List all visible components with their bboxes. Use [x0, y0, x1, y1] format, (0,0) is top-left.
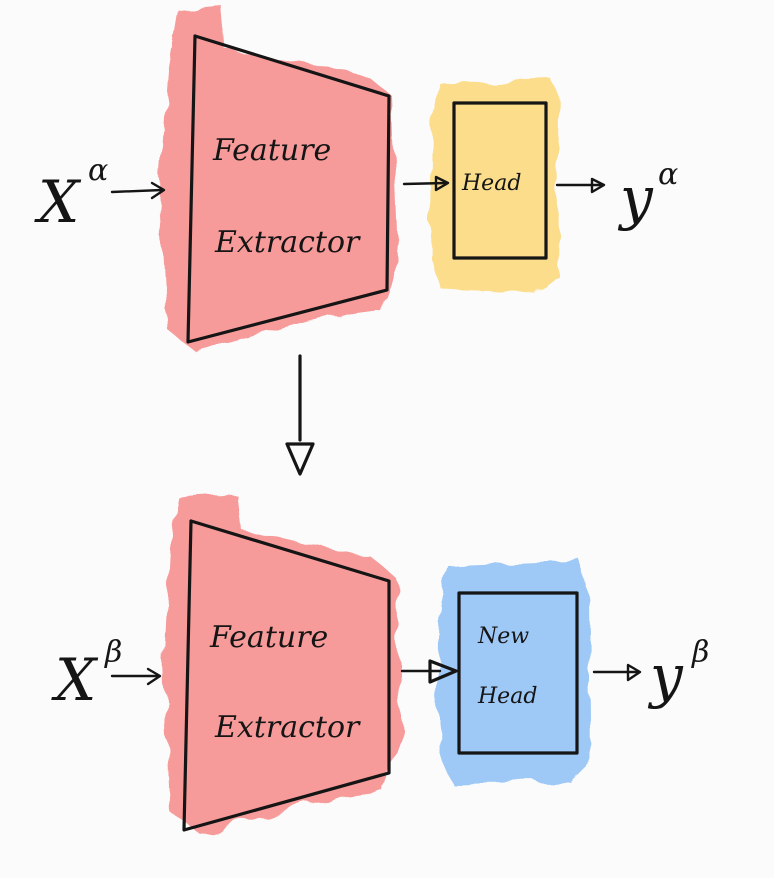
top-extractor-label-line2: Extractor: [214, 225, 361, 260]
bottom-new-head: New Head: [438, 560, 592, 784]
top-output-symbol: y: [617, 164, 654, 232]
bottom-input-arrow: [110, 667, 162, 686]
top-extractor-trapezoid: [186, 34, 391, 344]
top-head: Head: [430, 80, 560, 294]
bottom-head-highlight: [438, 560, 592, 784]
top-input-superscript: α: [88, 153, 108, 188]
top-output-superscript: α: [658, 157, 678, 192]
top-head-box: [452, 101, 548, 260]
bottom-head-box: [457, 591, 579, 755]
top-head-label: Head: [461, 171, 521, 196]
top-input-symbol: X: [34, 168, 82, 236]
bottom-extractor-trapezoid: [182, 519, 391, 832]
top-input: X α: [34, 153, 108, 236]
bottom-extractor-label-line2: Extractor: [214, 710, 361, 745]
top-output: y α: [617, 157, 678, 232]
top-input-arrow: [110, 181, 166, 200]
bottom-extractor-highlight: [164, 494, 402, 834]
top-feature-extractor: Feature Extractor: [160, 6, 398, 352]
bottom-head-label-line2: Head: [477, 684, 537, 709]
bottom-output: y β: [647, 635, 709, 710]
transfer-arrow: [285, 354, 315, 476]
bottom-feature-extractor: Feature Extractor: [164, 494, 402, 834]
bottom-output-symbol: y: [647, 642, 684, 710]
bottom-output-superscript: β: [691, 635, 709, 670]
top-extractor-highlight: [160, 6, 398, 352]
bottom-extractor-to-head-arrow: [400, 659, 458, 684]
bottom-input-superscript: β: [104, 635, 122, 670]
bottom-input-symbol: X: [51, 646, 99, 714]
bottom-input: X β: [51, 635, 122, 714]
bottom-extractor-label-line1: Feature: [209, 620, 328, 655]
bottom-head-label-line1: New: [477, 624, 529, 649]
top-head-to-output-arrow: [555, 177, 606, 194]
top-extractor-to-head-arrow: [402, 175, 450, 192]
top-extractor-label-line1: Feature: [212, 133, 331, 168]
top-head-highlight: [430, 80, 560, 294]
bottom-head-to-output-arrow: [592, 663, 642, 682]
